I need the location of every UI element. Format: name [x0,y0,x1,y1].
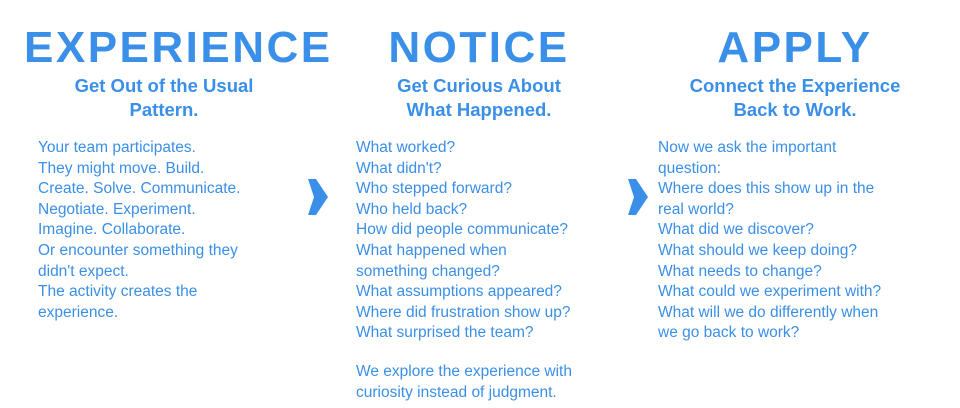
apply-line: real world? [658,200,734,218]
apply-line: Where does this show up in the [658,180,875,198]
notice-body: What worked? What didn't? Who stepped fo… [356,138,618,344]
arrow-right-icon [308,179,328,215]
apply-subheading-line: Connect the Experience [689,75,901,96]
apply-line: What did we discover? [658,221,814,239]
notice-subheading-line: What Happened. [406,99,552,120]
notice-closing-line: curiosity instead of judgment. [356,383,557,401]
notice-line: What happened when [356,241,507,259]
apply-line: Now we ask the important [658,139,837,156]
experience-line: Or encounter something they [38,241,238,259]
notice-line: How did people communicate? [356,221,568,239]
experience-subheading-line: Pattern. [129,99,199,120]
notice-line: Who stepped forward? [356,180,512,198]
notice-subheading: Get Curious About What Happened. [348,74,610,122]
experience-line: Create. Solve. Communicate. [38,180,241,198]
apply-line: What will we do differently when [658,303,879,321]
experience-subheading: Get Out of the Usual Pattern. [24,74,304,122]
experience-line: Your team participates. [38,139,196,156]
notice-subheading-line: Get Curious About [397,75,561,96]
experience-heading: EXPERIENCE [24,23,333,72]
notice-line: What assumptions appeared? [356,283,562,301]
notice-line: Who held back? [356,200,468,218]
experience-line: didn't expect. [38,262,129,280]
apply-subheading: Connect the Experience Back to Work. [650,74,940,122]
experience-body: Your team participates. They might move.… [38,138,318,323]
experience-subheading-line: Get Out of the Usual [74,75,254,96]
apply-line: What could we experiment with? [658,283,882,301]
notice-heading: NOTICE [388,23,570,72]
experience-line: experience. [38,303,119,321]
notice-line: Where did frustration show up? [356,303,571,321]
arrow-right-icon [628,179,648,215]
notice-closing-line: We explore the experience with [356,363,572,380]
experience-line: The activity creates the [38,283,198,301]
apply-line: What should we keep doing? [658,241,858,259]
apply-line: we go back to work? [658,324,800,342]
notice-line: What worked? [356,139,456,156]
experience-line: They might move. Build. [38,159,205,177]
apply-subheading-line: Back to Work. [733,99,857,120]
apply-heading: APPLY [717,23,873,72]
apply-line: question: [658,159,721,177]
apply-body: Now we ask the important question: Where… [658,138,948,344]
notice-line: something changed? [356,262,500,280]
notice-line: What surprised the team? [356,324,534,342]
experience-line: Imagine. Collaborate. [38,221,186,239]
experience-line: Negotiate. Experiment. [38,200,196,218]
notice-closing: We explore the experience with curiosity… [356,362,572,403]
apply-line: What needs to change? [658,262,822,280]
notice-line: What didn't? [356,159,442,177]
